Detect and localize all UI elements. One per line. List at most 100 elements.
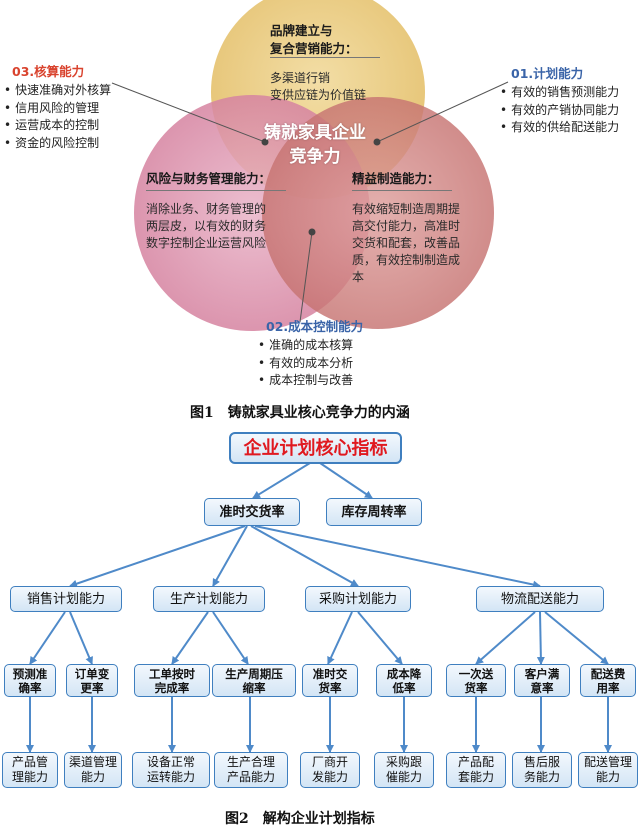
node-line: 运转能力 (146, 770, 195, 784)
tree-level2-node: 销售计划能力 (10, 586, 122, 612)
tree-level4-node: 渠道管理能力 (64, 752, 122, 788)
tree-level4-node: 产品管理能力 (2, 752, 58, 788)
tree-level3-node: 工单按时完成率 (134, 664, 210, 697)
callout-02-list: 准确的成本核算 有效的成本分析 成本控制与改善 (258, 337, 353, 390)
node-line: 设备正常 (146, 755, 195, 769)
callout-dot-03 (261, 138, 269, 146)
connector (29, 611, 66, 665)
node-line: 一次送 (458, 666, 494, 681)
connector (171, 611, 209, 665)
callout-line-02 (299, 231, 313, 323)
tree-level2-node: 物流配送能力 (476, 586, 604, 612)
tree-level3-node: 订单变更率 (66, 664, 118, 697)
circle-right-body: 有效缩短制造周期提 高交付能力，高准时 交货和配套，改善品 质，有效控制制造成 … (352, 201, 460, 286)
node-line: 低率 (392, 680, 416, 695)
callout-dot-01 (373, 138, 381, 146)
tree-level3-node: 预测准确率 (4, 664, 56, 697)
circle-left-line: 两层皮，以有效的财务 (146, 219, 267, 233)
node-line: 生产合理 (226, 755, 275, 769)
center-label: 铸就家具企业 竞争力 (230, 121, 400, 169)
list-item: 准确的成本核算 (258, 337, 353, 355)
connector (252, 462, 311, 499)
divider (146, 190, 286, 191)
circle-left-title: 风险与财务管理能力： (146, 171, 272, 186)
list-item: 有效的成本分析 (258, 355, 353, 373)
node-line: 产品管 (11, 755, 48, 769)
callout-line-03 (111, 82, 266, 143)
connector (357, 611, 403, 665)
node-line: 工单按时 (149, 666, 195, 681)
node-line: 准时交 (312, 666, 348, 681)
callout-02-title: 02.成本控制能力 (266, 319, 364, 334)
list-item: 有效的供给配送能力 (500, 119, 619, 137)
tree-level4-node: 售后服务能力 (512, 752, 572, 788)
figure2-caption: 图2 解构企业计划指标 (225, 811, 375, 827)
circle-top-title: 品牌建立与 复合营销能力： (270, 22, 358, 58)
connector (212, 611, 249, 665)
tree-level3-node: 客户满意率 (514, 664, 570, 697)
node-line: 成本降 (386, 666, 422, 681)
tree-level4-node: 产品配套能力 (446, 752, 506, 788)
node-line: 能力 (595, 770, 620, 784)
tree-root: 企业计划核心指标 (229, 432, 402, 464)
circle-right-line: 质，有效控制制造成 (352, 253, 461, 267)
circle-left-line: 数字控制企业运营风险 (146, 236, 267, 250)
node-line: 能力 (80, 770, 105, 784)
circle-top-line: 变供应链为价值链 (270, 88, 367, 102)
tree-level3-node: 配送费用率 (580, 664, 636, 697)
connector (475, 611, 536, 665)
tree-level1-node: 库存周转率 (326, 498, 422, 526)
tree-level3-node: 准时交货率 (302, 664, 358, 697)
connector (69, 525, 246, 588)
node-line: 生产周期压 (225, 666, 283, 681)
circle-right-title: 精益制造能力： (352, 171, 440, 186)
connector (254, 525, 541, 589)
divider (270, 57, 380, 58)
node-line: 货率 (464, 680, 488, 695)
circle-left-line: 消除业务、财务管理的 (146, 202, 267, 216)
node-line: 套能力 (457, 770, 494, 784)
callout-03-list: 快速准确对外核算 信用风险的管理 运营成本的控制 资金的风险控制 (4, 82, 111, 152)
node-line: 厂商开 (311, 755, 348, 769)
node-line: 发能力 (311, 770, 348, 784)
circle-top-line: 多渠道行销 (270, 71, 331, 85)
node-line: 理能力 (11, 770, 48, 784)
node-line: 更率 (80, 680, 104, 695)
center-label-line: 竞争力 (289, 147, 341, 167)
list-item: 运营成本的控制 (4, 117, 111, 135)
tree-level1-node: 准时交货率 (204, 498, 300, 526)
connector (319, 462, 373, 499)
connector (212, 525, 248, 587)
connector (327, 611, 353, 665)
node-line: 确率 (18, 680, 42, 695)
tree-level3-node: 成本降低率 (376, 664, 432, 697)
center-label-line: 铸就家具企业 (264, 123, 366, 143)
circle-left-body: 消除业务、财务管理的 两层皮，以有效的财务 数字控制企业运营风险 (146, 201, 266, 252)
figure1-caption: 图1 铸就家具业核心竞争力的内涵 (190, 405, 410, 421)
node-line: 产品配 (457, 755, 494, 769)
node-line: 意率 (530, 680, 554, 695)
circle-top-body: 多渠道行销 变供应链为价值链 (270, 70, 366, 104)
circle-right-line: 本 (352, 270, 365, 284)
callout-01-list: 有效的销售预测能力 有效的产销协同能力 有效的供给配送能力 (500, 84, 619, 137)
divider (352, 190, 452, 191)
tree-level4-node: 设备正常运转能力 (132, 752, 210, 788)
circle-right-line: 高交付能力，高准时 (352, 219, 461, 233)
callout-line-01 (376, 81, 509, 143)
node-line: 售后服 (523, 755, 560, 769)
callout-03-title: 03.核算能力 (12, 64, 85, 79)
circle-right-line: 有效缩短制造周期提 (352, 202, 461, 216)
list-item: 有效的销售预测能力 (500, 84, 619, 102)
node-line: 用率 (596, 680, 620, 695)
node-line: 货率 (318, 680, 342, 695)
list-item: 有效的产销协同能力 (500, 102, 619, 120)
tree-level3-node: 生产周期压缩率 (212, 664, 296, 697)
tree-level4-node: 生产合理产品能力 (214, 752, 288, 788)
connector (544, 611, 609, 665)
tree-level4-node: 采购跟催能力 (374, 752, 434, 788)
tree-level2-node: 采购计划能力 (305, 586, 411, 612)
node-line: 订单变 (74, 666, 110, 681)
list-item: 成本控制与改善 (258, 372, 353, 390)
tree-level4-node: 厂商开发能力 (300, 752, 360, 788)
